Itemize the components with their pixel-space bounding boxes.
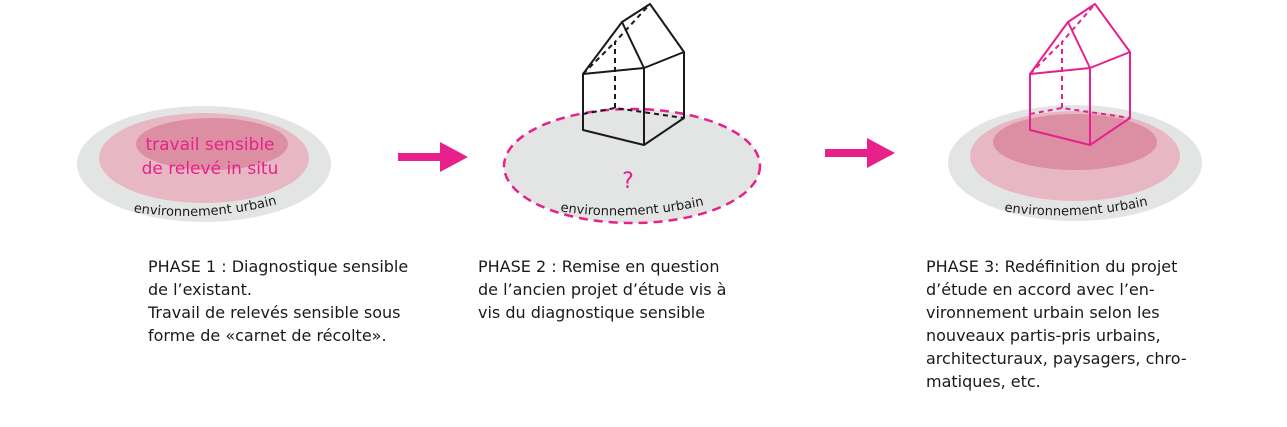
phase2-caption-line: vis du diagnostique sensible	[478, 303, 706, 322]
phase3-caption-line: d’étude en accord avec l’en-	[926, 280, 1155, 299]
phase3-caption: PHASE 3: Redéfinition du projet d’étude …	[926, 255, 1226, 393]
phase3-caption-line: matiques, etc.	[926, 372, 1041, 391]
phase1-caption-line: de l’existant.	[148, 280, 253, 299]
phase1-center-line2: de relevé in situ	[142, 159, 279, 179]
phase3-caption-line: PHASE 3: Redéfinition du projet	[926, 257, 1178, 276]
phase2-caption-line: PHASE 2 : Remise en question	[478, 257, 720, 276]
phase1-caption-line: PHASE 1 : Diagnostique sensible	[148, 257, 409, 276]
phase1-caption: PHASE 1 : Diagnostique sensible de l’exi…	[148, 255, 409, 347]
phase1-center-line1: travail sensible	[145, 135, 274, 155]
phase2-ground-ellipse	[502, 107, 762, 225]
phase1-ground-diagram: travail sensible de relevé in situ envir…	[77, 106, 331, 222]
phase3-ground-diagram: environnement urbain	[948, 105, 1202, 221]
phase2-ground-diagram: ? environnement urbain	[502, 107, 762, 225]
phase1-caption-line: forme de «carnet de récolte».	[148, 326, 387, 345]
arrow-right-icon	[825, 138, 895, 168]
phase3-caption-line: architecturaux, paysagers, chro-	[926, 349, 1187, 368]
arrow-right-icon	[398, 142, 468, 172]
phase1-caption-line: Travail de relevés sensible sous	[148, 303, 401, 322]
phase2-question-mark: ?	[622, 169, 634, 194]
house-wireframe-icon	[1029, 3, 1131, 146]
phase1-inner-ring	[136, 118, 288, 170]
house-wireframe-icon	[582, 3, 685, 146]
phase3-caption-line: nouveaux partis-pris urbains,	[926, 326, 1161, 345]
phase2-caption: PHASE 2 : Remise en question de l’ancien…	[478, 255, 768, 324]
phase3-caption-line: vironnement urbain selon les	[926, 303, 1160, 322]
phase2-caption-line: de l’ancien projet d’étude vis à	[478, 280, 727, 299]
